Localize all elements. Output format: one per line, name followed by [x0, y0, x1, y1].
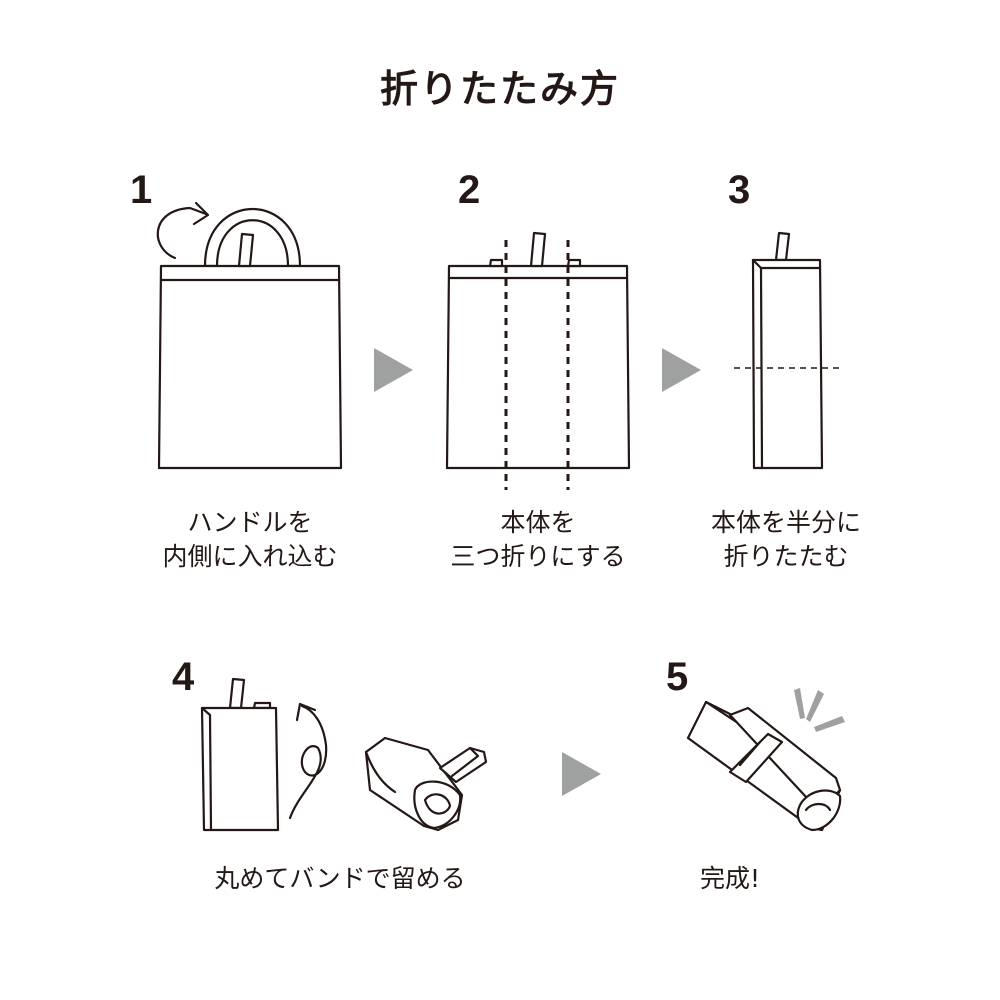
step-5-caption: 完成! [630, 862, 830, 896]
step-4-number: 4 [172, 655, 195, 699]
next-step-arrow-icon [374, 348, 413, 392]
step-4-rolling-bag [364, 736, 488, 832]
step-4-folded-bag [200, 677, 280, 832]
step-1-caption-line2: 内側に入れ込む [162, 542, 338, 571]
step-3-caption: 本体を半分に 折りたたむ [656, 506, 916, 574]
step-4-caption: 丸めてバンドで留める [180, 862, 500, 896]
sparkle-burst-icon [794, 688, 845, 732]
step-3-number: 3 [728, 168, 751, 212]
step-2-caption: 本体を 三つ折りにする [408, 506, 668, 574]
step-3-bag [734, 231, 842, 470]
step-3-caption-line2: 折りたたむ [723, 542, 849, 571]
step-5-rolled-bag [686, 700, 842, 832]
curved-arrow-icon [288, 702, 328, 820]
curved-arrow-icon [156, 201, 210, 260]
step-1-caption: ハンドルを 内側に入れ込む [120, 506, 380, 574]
step-3-caption-line1: 本体を半分に [710, 508, 861, 537]
step-2-bag [445, 231, 631, 490]
step-1-caption-line1: ハンドルを [187, 508, 313, 537]
step-1-bag [157, 207, 343, 470]
page-title: 折りたたみ方 [379, 67, 620, 111]
step-1-number: 1 [130, 168, 153, 212]
step-4-caption-line1: 丸めてバンドで留める [214, 864, 466, 893]
step-5-number: 5 [666, 655, 689, 699]
step-2-caption-line2: 三つ折りにする [450, 542, 626, 571]
step-2-number: 2 [458, 168, 481, 212]
next-step-arrow-icon [562, 752, 601, 796]
step-5-caption-line1: 完成! [699, 864, 761, 893]
step-2-caption-line1: 本体を [500, 508, 576, 537]
next-step-arrow-icon [662, 348, 701, 392]
